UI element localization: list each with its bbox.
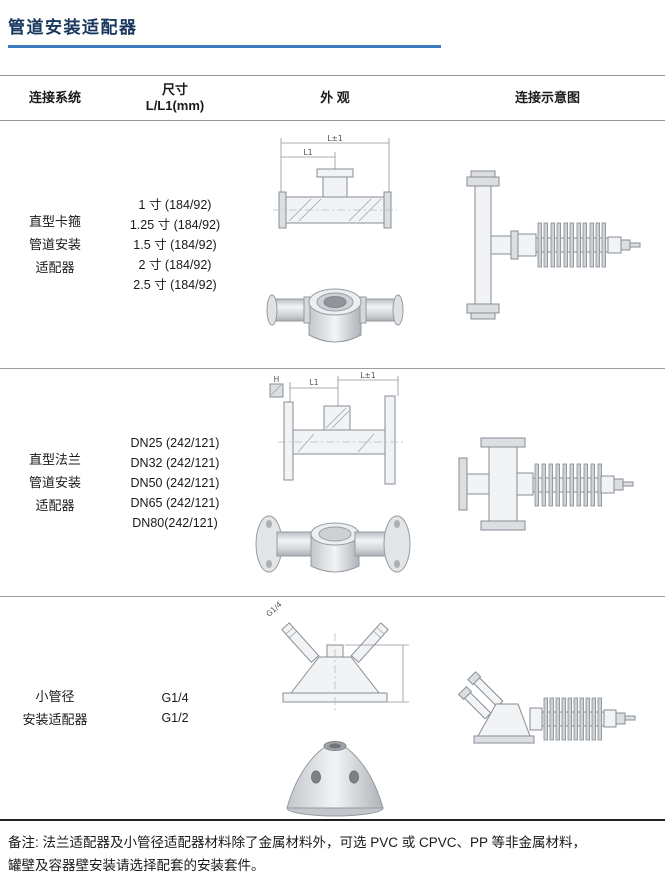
flange-adapter-dimension-drawing: H L1 L±1: [269, 372, 404, 484]
note-line-2: 罐壁及容器壁安装请选择配套的安装套件。: [8, 858, 265, 873]
size-list: G1/4 G1/2: [110, 688, 240, 728]
size-list: DN25 (242/121) DN32 (242/121) DN50 (242/…: [110, 433, 240, 533]
size-item: 1.25 寸 (184/92): [129, 217, 221, 232]
header-cell-system: 连接系统: [28, 90, 81, 105]
size-item: G1/2: [161, 711, 189, 725]
page-title: 管道安装适配器: [8, 18, 138, 37]
diagram-cell: [430, 424, 665, 542]
size-item: 2 寸 (184/92): [138, 257, 212, 272]
system-name: 直型卡箍 管道安装 适配器: [0, 210, 110, 279]
system-name-line: 适配器: [35, 260, 75, 275]
size-list: 1 寸 (184/92) 1.25 寸 (184/92) 1.5 寸 (184/…: [110, 195, 240, 295]
table-row-clamp-adapter: 直型卡箍 管道安装 适配器 1 寸 (184/92) 1.25 寸 (184/9…: [0, 121, 665, 369]
size-item: DN50 (242/121): [130, 475, 220, 490]
system-name-line: 管道安装: [28, 475, 81, 490]
system-name-line: 适配器: [35, 498, 75, 513]
flange-adapter-photo: [255, 515, 411, 572]
diagram-cell: [430, 161, 665, 329]
clamp-adapter-dimension-drawing: L±1 L1: [273, 134, 397, 228]
header-size-line1: 尺寸: [161, 82, 188, 97]
appearance-cell: G1/4: [240, 597, 430, 819]
small-bore-adapter-connection-diagram: [457, 671, 635, 744]
appearance-cell: H L1 L±1: [240, 372, 430, 594]
system-name-line: 管道安装: [28, 237, 81, 252]
size-item: 2.5 寸 (184/92): [133, 277, 217, 292]
header-cell-diagram: 连接示意图: [514, 90, 580, 105]
small-bore-adapter-photo: [286, 741, 384, 817]
table-row-small-bore-adapter: 小管径 安装适配器 G1/4 G1/2: [0, 597, 665, 821]
dim-label-l: L±1: [327, 134, 342, 143]
header-cell-appearance: 外 观: [320, 90, 350, 105]
note-line-1: 备注: 法兰适配器及小管径适配器材料除了金属材料外，可选 PVC 或 CPVC、…: [8, 835, 587, 850]
system-name-line: 安装适配器: [22, 712, 88, 727]
table-row-flange-adapter: 直型法兰 管道安装 适配器 DN25 (242/121) DN32 (242/1…: [0, 369, 665, 597]
dim-label-l: L±1: [360, 372, 375, 380]
clamp-adapter-connection-diagram: [466, 170, 641, 319]
size-item: 1 寸 (184/92): [138, 197, 212, 212]
header-size-line2: L/L1(mm): [145, 98, 205, 113]
size-item: 1.5 寸 (184/92): [133, 237, 217, 252]
dim-label-l1: L1: [304, 148, 313, 157]
size-item: G1/4: [161, 691, 189, 705]
page-header: 管道安装适配器: [0, 0, 665, 48]
header-cell-size: 尺寸 L/L1(mm): [110, 82, 240, 114]
system-name: 直型法兰 管道安装 适配器: [0, 448, 110, 517]
adapter-table: 连接系统 尺寸 L/L1(mm) 外 观 连接示意图 直型卡箍 管道安装 适配器…: [0, 75, 665, 821]
small-bore-adapter-dimension-drawing: G1/4: [264, 600, 409, 713]
system-name-line: 直型卡箍: [28, 214, 81, 229]
dim-label-l1: L1: [310, 378, 319, 387]
dim-label-h: H: [274, 375, 280, 384]
clamp-adapter-photo: [266, 288, 404, 342]
size-item: DN65 (242/121): [130, 495, 220, 510]
size-item: DN32 (242/121): [130, 455, 220, 470]
appearance-cell: L±1 L1: [240, 133, 430, 357]
flange-adapter-connection-diagram: [458, 437, 633, 530]
table-header-row: 连接系统 尺寸 L/L1(mm) 外 观 连接示意图: [0, 75, 665, 121]
system-name-line: 小管径: [35, 689, 75, 704]
diagram-cell: [430, 652, 665, 764]
port-thread-label: G1/4: [264, 600, 283, 619]
system-name: 小管径 安装适配器: [0, 685, 110, 731]
size-item: DN25 (242/121): [130, 435, 220, 450]
title-underline: [8, 45, 441, 48]
system-name-line: 直型法兰: [28, 452, 81, 467]
size-item: DN80(242/121): [132, 515, 218, 530]
footer-note: 备注: 法兰适配器及小管径适配器材料除了金属材料外，可选 PVC 或 CPVC、…: [0, 821, 665, 880]
